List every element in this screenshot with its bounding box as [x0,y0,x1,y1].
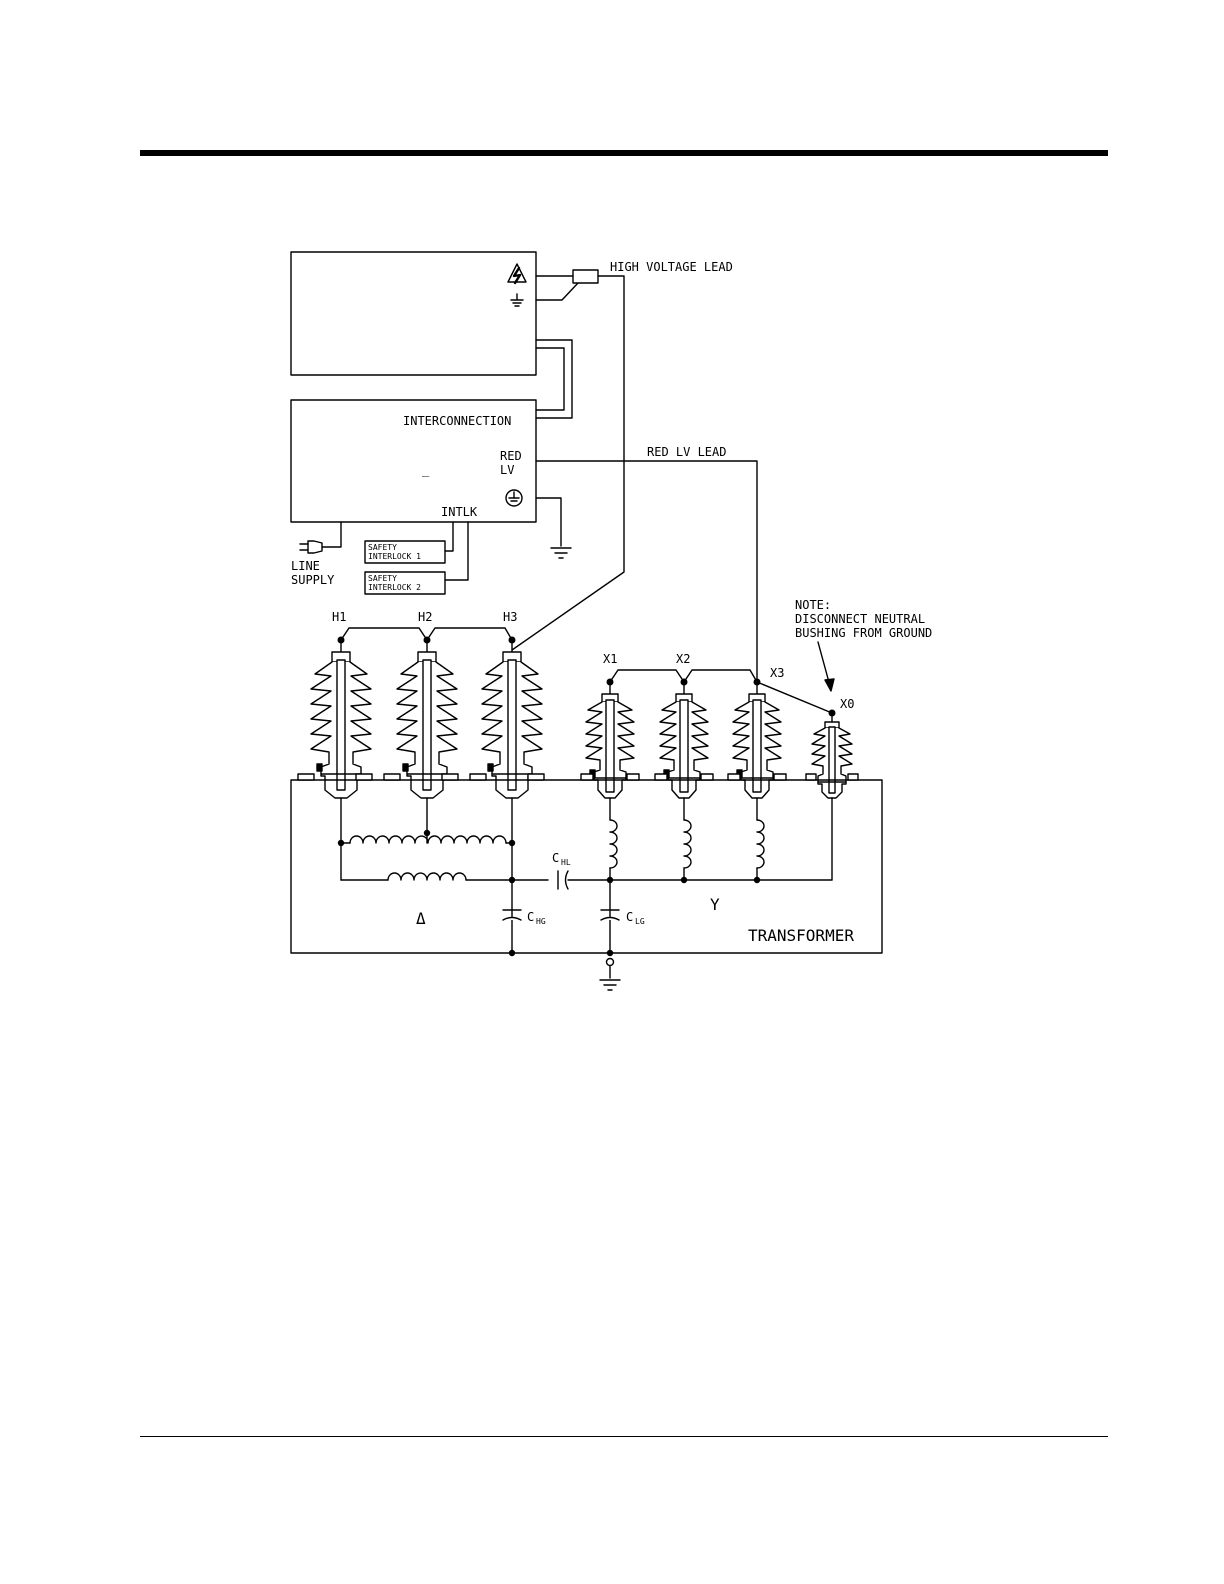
plug-icon [300,522,341,553]
transformer-label: TRANSFORMER [748,926,854,945]
interconnection-label: INTERCONNECTION [403,414,511,428]
dash-mark: _ [422,463,430,477]
intlk-label: INTLK [441,505,478,519]
red-label: RED [500,449,522,463]
note-arrow [818,642,834,691]
supply-label: SUPPLY [291,573,335,587]
red-lv-lead-wire [536,461,757,682]
x2-label: X2 [676,652,690,666]
note-line-2: BUSHING FROM GROUND [795,626,932,640]
ground-symbol [551,548,571,558]
hv-unit-box [291,252,536,375]
hv-lead-wire [512,270,624,650]
note-line-1: DISCONNECT NEUTRAL [795,612,925,626]
x0-bushing [812,722,852,798]
x3-label: X3 [770,666,784,680]
interlock1-line2: INTERLOCK 1 [368,552,421,561]
interlock2-line1: SAFETY [368,574,397,583]
ground-icon [511,294,523,306]
interconnection-cable [536,340,572,418]
chl-capacitor [558,871,610,889]
chl-c: C [552,851,559,865]
interlock-1-wire [445,522,453,551]
interlock1-line1: SAFETY [368,543,397,552]
note-title: NOTE: [795,598,831,612]
x2-bushing [660,694,708,798]
clg-sub: LG [635,917,645,926]
line-label: LINE [291,559,320,573]
junction-dots [338,830,760,956]
high-voltage-icon [508,264,526,283]
x0-label: X0 [840,697,854,711]
tank-ground [600,959,620,991]
earth-ground-icon [506,490,522,506]
chg-c: C [527,910,534,924]
x1-label: X1 [603,652,617,666]
x1-bushing [586,694,634,798]
clg-c: C [626,910,633,924]
x3-bushing [733,694,781,798]
wye-symbol: Y [710,895,720,914]
h2-label: H2 [418,610,432,624]
delta-symbol: Δ [416,909,426,928]
chl-sub: HL [561,858,571,867]
h1-label: H1 [332,610,346,624]
delta-winding [341,798,548,953]
h3-label: H3 [503,610,517,624]
hv-lead-label: HIGH VOLTAGE LEAD [610,260,733,274]
interlock2-line2: INTERLOCK 2 [368,583,421,592]
red-lv-lead-label: RED LV LEAD [647,445,726,459]
lv-label: LV [500,463,514,477]
ground-wire [536,498,561,546]
chg-sub: HG [536,917,546,926]
